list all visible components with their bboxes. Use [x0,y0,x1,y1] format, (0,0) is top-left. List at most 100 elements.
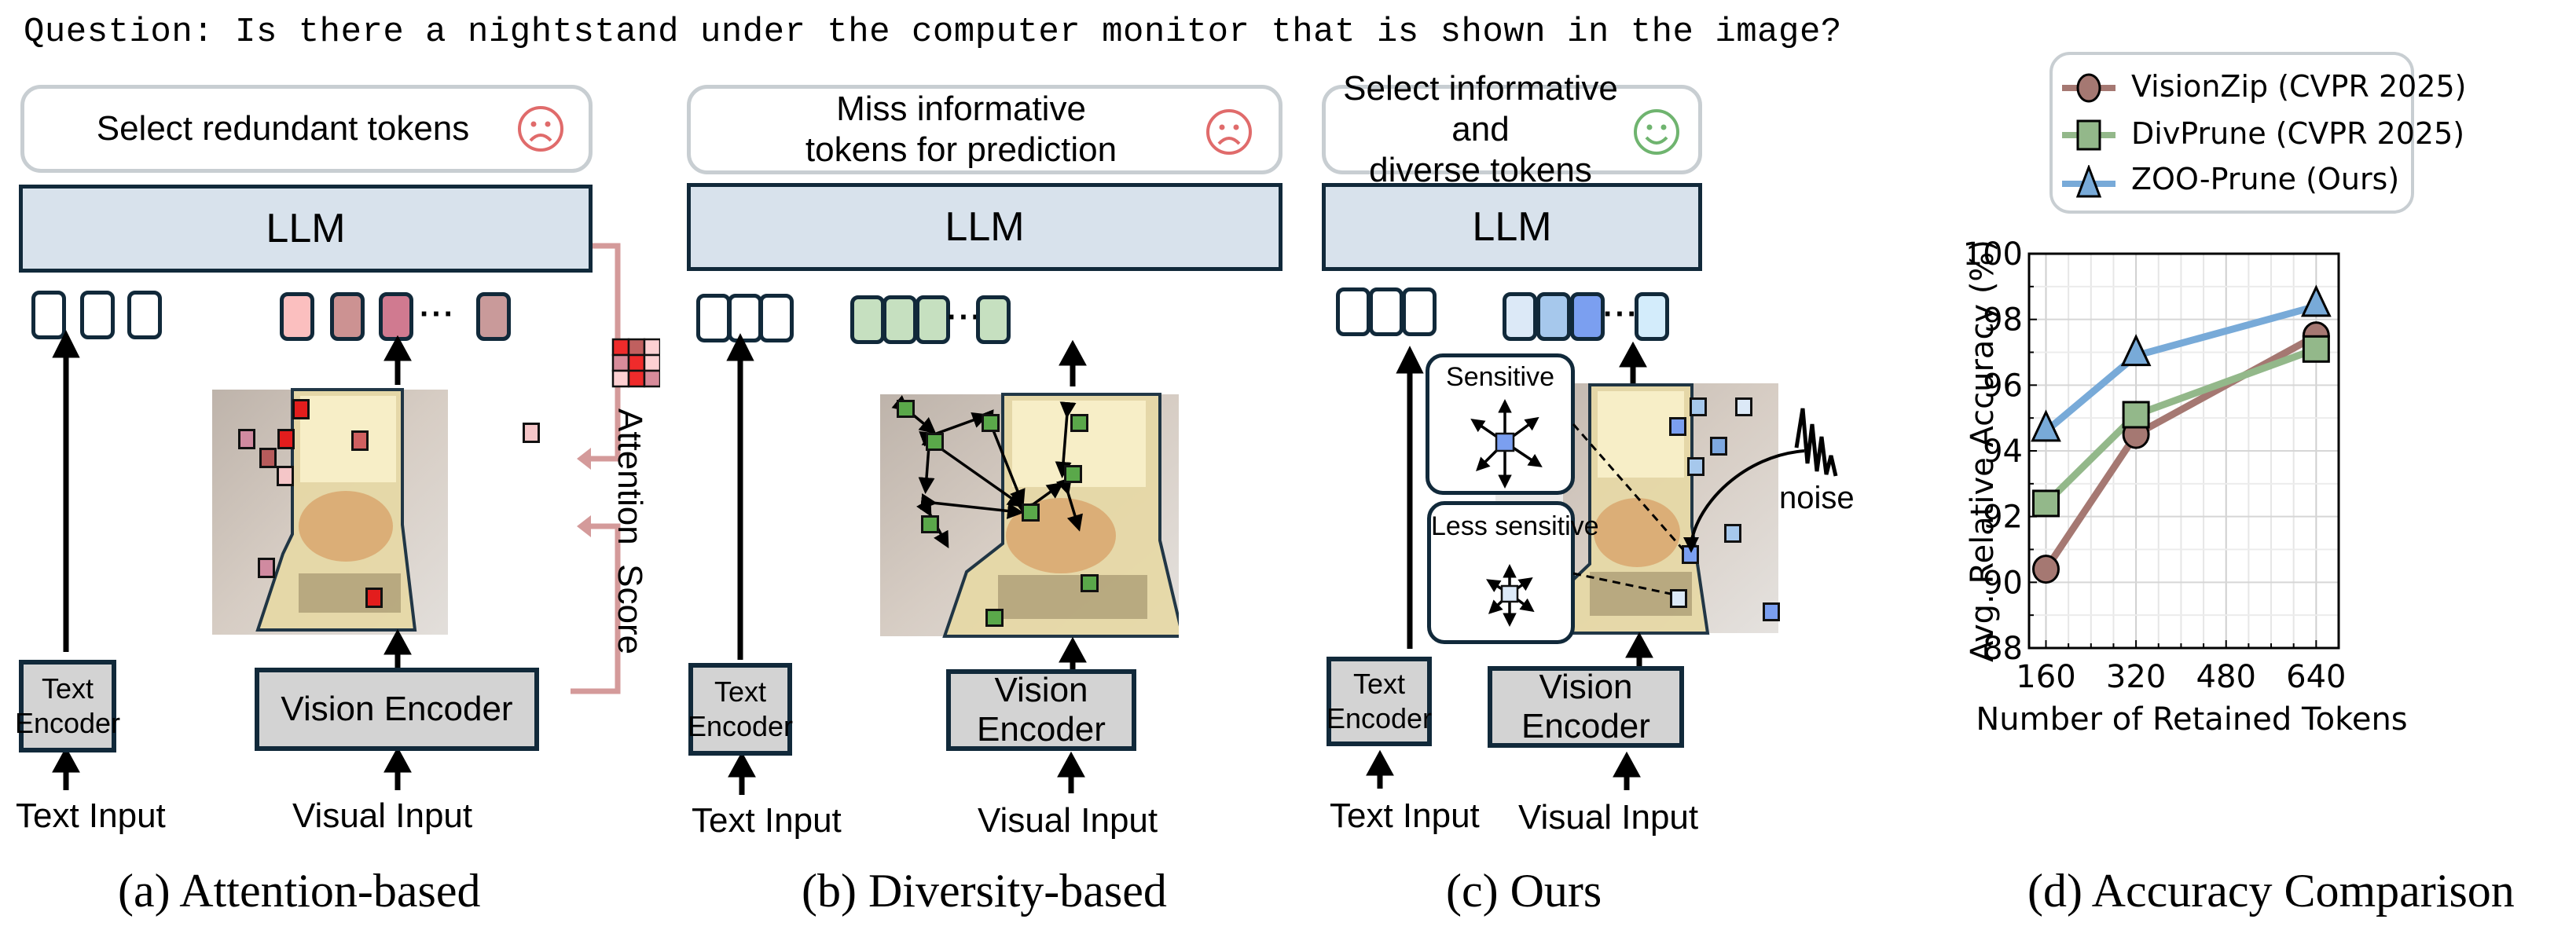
legend-label: ZOO-Prune (Ours) [2131,162,2400,196]
legend-marker-visionzip [2062,73,2115,103]
panel-a-llm-block: LLM [19,185,593,273]
sad-face-icon [518,106,563,152]
diversity-token [982,414,1000,432]
selected-token [1710,437,1727,456]
panel-a-visual-input: Visual Input [292,796,473,835]
visual-token [1635,292,1669,341]
attention-token [523,423,540,443]
x-tick-label: 320 [2106,659,2166,695]
text-encoder-label: Text [714,676,767,708]
panel-c-bubble-text: diverse tokens [1369,151,1592,189]
text-encoder-label: Text [41,672,94,705]
panel-b-bubble-text: Miss informative [836,90,1086,128]
panel-c-bubble: Select informative and diverse tokens [1322,69,1702,189]
data-point-square [2122,401,2150,429]
attention-arrow-head [577,448,591,470]
sad-face-icon [1206,109,1252,155]
x-tick-label: 480 [2196,659,2256,695]
panel-b-body [0,0,1,1]
diversity-graph [891,394,1083,549]
x-axis-label: Number of Retained Tokens [1976,701,2407,738]
data-point-square [2031,489,2060,518]
panel-b-visual-input: Visual Input [978,801,1158,840]
ellipsis: ··· [1603,297,1639,331]
panel-b-text-input: Text Input [692,801,842,840]
attention-token [365,588,383,608]
legend-marker-divprune [2062,119,2115,151]
panel-a-vision-encoder: Vision Encoder [255,668,539,751]
visual-token [280,292,314,341]
text-token [1336,287,1371,336]
panel-b-lower: Text Encoder Vision Encoder Text Input V… [676,0,1320,952]
visual-token [476,292,511,341]
question-text: Question: Is there a nightstand under th… [24,13,1842,52]
panel-c-lower: Sensitive Less sensitive [1320,0,1965,952]
attention-arrow-head [577,515,591,537]
text-token [127,291,162,339]
visual-token [379,292,413,341]
panel-a-bubble: Select redundant tokens [20,85,593,173]
text-encoder-label: Encoder [14,707,121,739]
panel-b-caption: (b) Diversity-based [802,865,1167,917]
visual-token [330,292,365,341]
chart-markers [2031,284,2332,584]
noise-arrow [1690,449,1805,544]
attention-grid-icon [611,338,660,388]
panel-attention-based: Select redundant tokens LLM ··· [0,0,660,952]
diversity-token [1022,503,1040,522]
selected-token [1735,397,1752,416]
panel-a-text-encoder: Text Encoder [15,660,120,752]
sensitive-perturbation-icon [1470,399,1543,489]
y-tick-label: 94 [1983,434,2023,470]
dashed-link [1572,423,1685,595]
selected-token [1690,397,1707,416]
y-tick-label: 92 [1983,500,2023,536]
x-tick-label: 640 [2286,659,2346,695]
panel-b-vision-encoder: Vision Encoder [946,669,1136,751]
attention-token [292,399,310,419]
data-point-triangle [2300,284,2332,317]
panel-b-bubble: Miss informative tokens for prediction [687,85,1282,174]
selected-token [1669,417,1686,436]
panel-a-text-input: Text Input [16,796,166,835]
panel-c-arrows [1366,341,1838,790]
data-point-square [2302,335,2330,363]
text-token [759,294,794,342]
selected-token [1670,589,1687,608]
less-sensitive-label: Less sensitive [1431,511,1599,541]
data-point-triangle [2120,334,2152,367]
y-tick-label: 96 [1983,368,2023,404]
noise-label: noise [1779,481,1855,515]
legend-label: VisionZip (CVPR 2025) [2131,69,2467,104]
selected-token [1687,457,1704,476]
panel-ours: Select informative and diverse tokens LL… [1320,0,1965,952]
chart-grid [2029,253,2339,649]
chart-legend: VisionZip (CVPR 2025) DivPrune (CVPR 202… [2049,52,2466,214]
noise-wave-icon [1794,408,1838,477]
diversity-token [1081,574,1099,592]
y-tick-label: 98 [1983,302,2023,339]
text-token [80,291,115,339]
y-tick-label: 100 [1965,236,2023,273]
arrow-head [383,335,412,361]
legend-marker-zooprune [2062,165,2115,198]
y-tick-label: 90 [1983,565,2023,601]
panel-c-caption: (c) Ours [1446,865,1602,917]
attention-token [259,448,277,468]
panel-a-bubble-text: Select redundant tokens [96,109,470,148]
y-tick-label: 88 [1983,631,2023,667]
diversity-token [1070,414,1088,432]
panel-b-llm-block: LLM [687,183,1282,271]
panel-c-vision-encoder: Vision Encoder [1488,666,1684,748]
visual-token [1503,292,1537,341]
visual-token [976,295,1011,344]
attention-token [258,558,275,578]
text-token [1369,287,1404,336]
attention-token [351,430,369,451]
selected-token [1724,524,1741,543]
panel-b-bubble-text: tokens for prediction [805,130,1117,169]
visual-token [1570,292,1605,341]
text-token [31,291,66,339]
